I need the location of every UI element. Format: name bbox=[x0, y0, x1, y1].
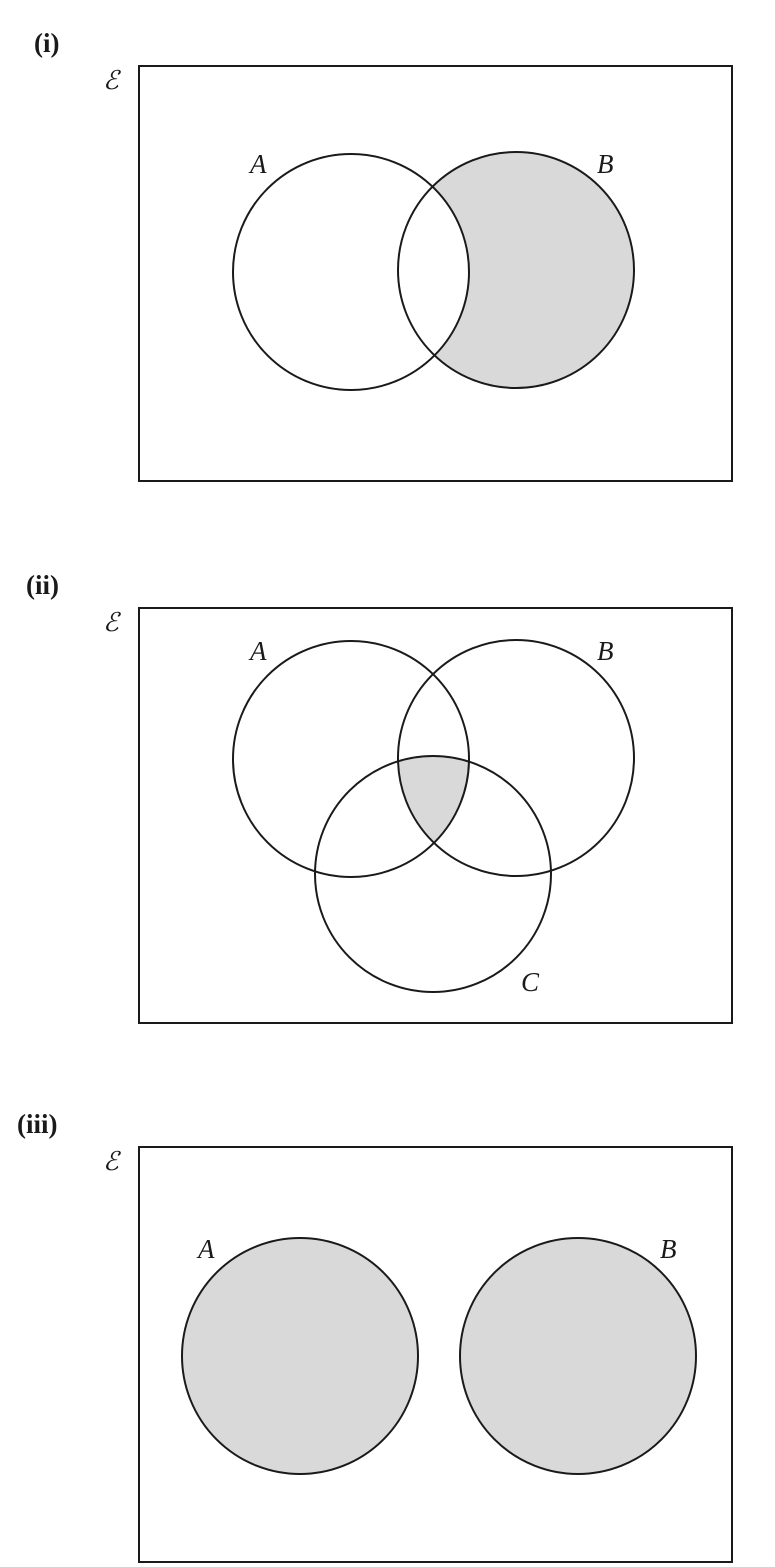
set-label-c-ii: C bbox=[521, 967, 540, 997]
circle-b-i bbox=[397, 151, 635, 389]
universal-set-frame-ii bbox=[138, 607, 733, 1024]
set-label-a-ii: A bbox=[248, 636, 267, 666]
set-label-b-ii: B bbox=[597, 636, 614, 666]
set-label-a-iii: A bbox=[196, 1234, 215, 1264]
circle-c-ii bbox=[314, 755, 552, 993]
universal-symbol-ii: ℰ bbox=[103, 608, 121, 638]
circle-a-iii bbox=[181, 1237, 419, 1475]
part-label-i: (i) bbox=[34, 28, 60, 58]
shaded-region-b-iii bbox=[460, 1238, 696, 1474]
venn-diagram-ii: ℰ A B C bbox=[103, 607, 733, 1024]
set-label-a-i: A bbox=[248, 149, 267, 179]
universal-symbol-iii: ℰ bbox=[103, 1147, 121, 1177]
circle-b-iii bbox=[459, 1237, 697, 1475]
universal-symbol-i: ℰ bbox=[103, 66, 121, 96]
part-label-iii: (iii) bbox=[17, 1109, 58, 1139]
venn-diagram-iii: ℰ A B bbox=[103, 1146, 733, 1563]
circle-b-ii bbox=[397, 639, 635, 877]
venn-diagram-i: ℰ A B bbox=[103, 65, 733, 482]
circle-a-i bbox=[232, 153, 470, 391]
set-label-b-i: B bbox=[597, 149, 614, 179]
shaded-region-a-iii bbox=[182, 1238, 418, 1474]
part-label-ii: (ii) bbox=[26, 570, 59, 600]
set-label-b-iii: B bbox=[660, 1234, 677, 1264]
shaded-region-i bbox=[398, 152, 634, 388]
shaded-region-ii bbox=[398, 756, 469, 876]
universal-set-frame-iii bbox=[138, 1146, 733, 1563]
circle-a-ii bbox=[232, 640, 470, 878]
universal-set-frame-i bbox=[138, 65, 733, 482]
